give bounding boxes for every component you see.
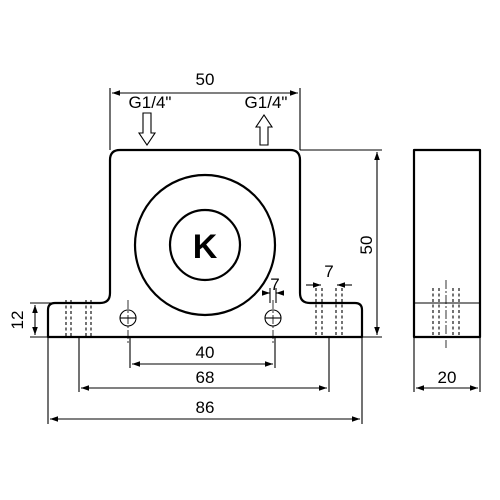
logo-letter: K [193,228,218,266]
dim-hole-spacing: 68 [78,337,330,392]
mount-hole-right [264,300,282,345]
dim-inner-width-value: 40 [196,343,215,362]
front-body-outline [46,148,364,339]
dim-base-height: 12 [8,302,55,338]
dim-slot-right: 7 [306,262,352,288]
inner-disc [168,208,242,282]
dim-height-value: 50 [357,236,376,255]
dim-slot-left: 7 [262,275,284,303]
dim-side-depth-value: 20 [438,368,457,387]
dim-side-depth: 20 [413,337,481,392]
side-view: 20 [412,148,482,392]
outlet-arrow-icon [254,114,274,146]
side-body-outline [412,148,482,339]
port-outlet-label: G1/4" [245,93,288,112]
outer-ring [133,173,277,317]
mount-hole-left [119,300,137,345]
dim-inner-width: 40 [129,340,276,368]
dim-base-height-value: 12 [8,311,27,330]
dim-slot-right-value: 7 [324,262,333,281]
dim-hole-spacing-value: 68 [196,368,215,387]
dim-top-width: 50 [109,70,301,150]
dim-slot-left-value: 7 [270,275,279,294]
dim-height: 50 [300,149,382,338]
front-view: K G1/4" G1/4" [8,70,382,424]
inlet-arrow-icon [137,112,157,146]
port-inlet-label: G1/4" [129,93,172,112]
dim-overall-width-value: 86 [196,398,215,417]
dim-overall-width: 86 [47,337,363,424]
dim-top-width-value: 50 [196,70,215,89]
